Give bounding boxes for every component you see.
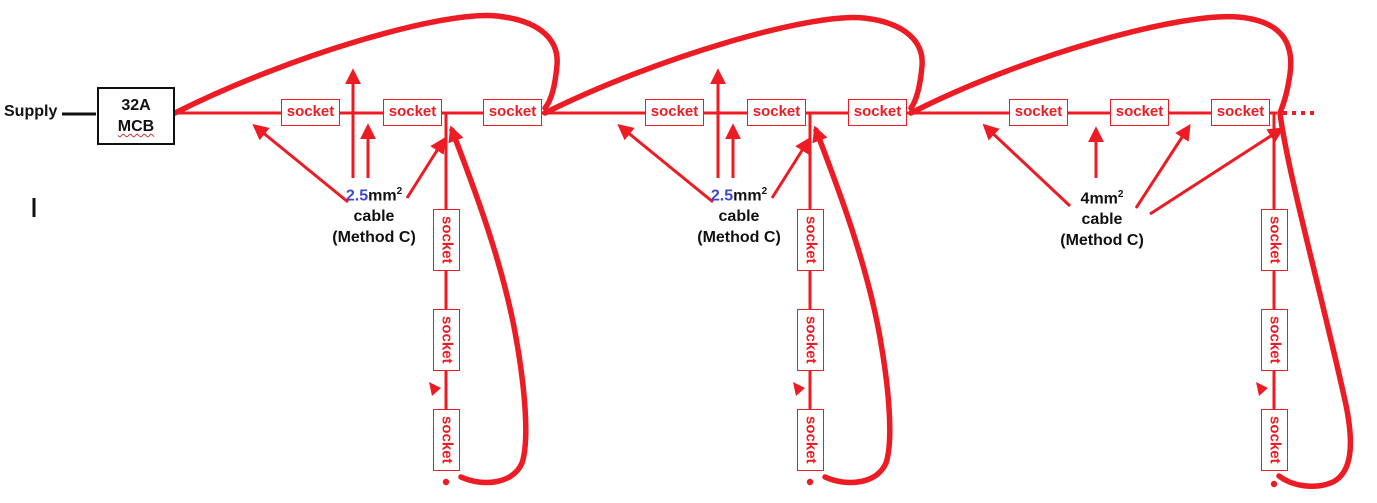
socket-box-h1: socket [281, 99, 340, 126]
socket-box-v1b: socket [433, 309, 460, 371]
socket-box-h7: socket [1009, 99, 1068, 126]
cable-word: cable [718, 208, 760, 226]
mcb-box: 32A MCB [97, 87, 175, 145]
ring-loop-2 [542, 14, 925, 116]
cable-size-line: 4mm2 [1080, 189, 1124, 208]
socket-box-h3: socket [483, 99, 542, 126]
cable-method: (Method C) [697, 229, 781, 247]
spur2-stray-mark [793, 382, 805, 396]
spur1-stray-mark [429, 382, 441, 396]
cable-method: (Method C) [1060, 232, 1144, 250]
spur2-end-dot [806, 478, 814, 486]
label2-arrow-left [617, 123, 714, 204]
socket-box-v1c: socket [433, 409, 460, 471]
label3-arrow-right1 [1134, 123, 1191, 209]
socket-box-v3b: socket [1261, 309, 1288, 371]
label2-arrow-right [770, 136, 811, 199]
label3-arrow-right2 [1149, 127, 1285, 216]
cable-label-2: 2.5mm2 cable (Method C) [697, 181, 781, 248]
cable-label-1: 2.5mm2 cable (Method C) [332, 181, 416, 248]
spur1-return-curve [448, 125, 529, 486]
label3-arrow-left [982, 123, 1072, 208]
spur1-end-dot [442, 478, 450, 486]
socket-box-v2b: socket [797, 309, 824, 371]
mcb-rating: 32A [121, 97, 151, 114]
socket-box-h9: socket [1211, 99, 1270, 126]
socket-box-h8: socket [1110, 99, 1169, 126]
socket-box-v1a: socket [433, 209, 460, 271]
supply-label: Supply [4, 103, 58, 120]
ring-loop-3 [908, 13, 1354, 489]
socket-box-h5: socket [747, 99, 806, 126]
cable-method: (Method C) [332, 229, 416, 247]
cable-size-line: 2.5mm2 [710, 186, 768, 205]
cable-word: cable [353, 208, 395, 226]
spur2-return-curve [812, 125, 893, 486]
cable-size-line: 2.5mm2 [345, 186, 403, 205]
spur3-end-dot [1270, 480, 1278, 488]
socket-box-h4: socket [645, 99, 704, 126]
socket-box-v2a: socket [797, 209, 824, 271]
mcb-name: MCB [117, 118, 155, 135]
socket-box-h6: socket [848, 99, 907, 126]
socket-box-h2: socket [383, 99, 442, 126]
cable-label-3: 4mm2 cable (Method C) [1060, 184, 1144, 251]
socket-box-v3a: socket [1261, 209, 1288, 271]
label1-arrow-right [405, 136, 446, 199]
socket-box-v2c: socket [797, 409, 824, 471]
cable-word: cable [1081, 211, 1123, 229]
socket-box-v3c: socket [1261, 409, 1288, 471]
label1-arrow-left [252, 123, 349, 204]
spur3-stray-mark [1256, 382, 1268, 396]
ring-loop-1 [172, 12, 560, 116]
